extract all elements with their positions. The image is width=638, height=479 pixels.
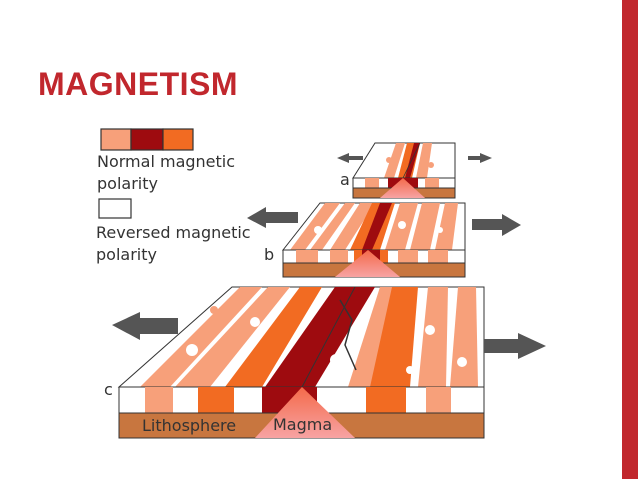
right-arrow-icon-c: [484, 333, 546, 359]
legend-normal-label: Normal magnetic polarity: [97, 152, 236, 193]
stage-label-c: c: [104, 380, 113, 399]
left-arrow-icon-b: [247, 207, 298, 228]
right-arrow-icon-b: [472, 214, 521, 236]
stage-label-b: b: [264, 245, 275, 264]
stage-label-a: a: [340, 170, 350, 189]
magma-label: Magma: [273, 415, 333, 434]
left-arrow-icon-a: [337, 153, 363, 163]
ridge-block-b: [281, 202, 466, 278]
page-title: MAGNETISM: [38, 66, 239, 102]
ridge-block-a: [352, 142, 456, 199]
legend-reversed-label: Reversed magnetic polarity: [96, 223, 251, 264]
legend-normal-swatch: [100, 128, 194, 151]
left-arrow-icon-c: [112, 312, 178, 340]
accent-bar: [622, 0, 638, 479]
legend-reversed-swatch: [98, 198, 132, 219]
lithosphere-label: Lithosphere: [142, 416, 237, 435]
right-arrow-icon-a: [468, 153, 492, 163]
ridge-block-c: [117, 286, 485, 439]
